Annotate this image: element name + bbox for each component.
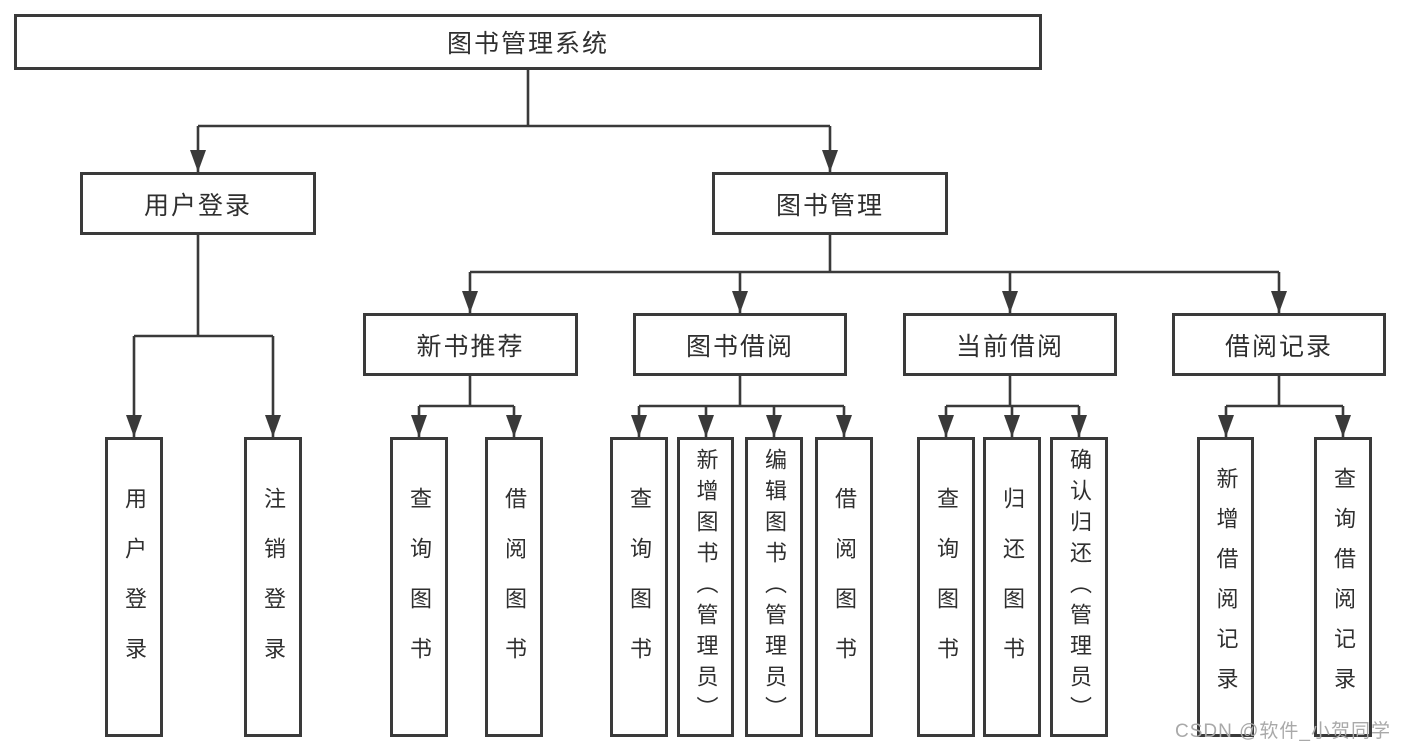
diagram-node-query-book-rec: 查询图书 bbox=[390, 437, 448, 737]
arrowhead-icon bbox=[506, 415, 522, 437]
diagram-node-add-book-admin: 新增图书（管理员） bbox=[677, 437, 734, 737]
diagram-node-new-book-recommend: 新书推荐 bbox=[363, 313, 578, 376]
diagram-node-edit-book-admin: 编辑图书（管理员） bbox=[745, 437, 803, 737]
diagram-node-query-book-current: 查询图书 bbox=[917, 437, 975, 737]
diagram-node-borrow-records: 借阅记录 bbox=[1172, 313, 1386, 376]
arrowhead-icon bbox=[190, 150, 206, 172]
diagram-node-user-login: 用户登录 bbox=[105, 437, 163, 737]
arrowhead-icon bbox=[938, 415, 954, 437]
arrowhead-icon bbox=[265, 415, 281, 437]
arrowhead-icon bbox=[836, 415, 852, 437]
arrowhead-icon bbox=[698, 415, 714, 437]
arrowhead-icon bbox=[1218, 415, 1234, 437]
diagram-node-return-book: 归还图书 bbox=[983, 437, 1041, 737]
arrowhead-icon bbox=[1002, 291, 1018, 313]
diagram-node-logout: 注销登录 bbox=[244, 437, 302, 737]
diagram-node-add-borrow-record: 新增借阅记录 bbox=[1197, 437, 1254, 737]
arrowhead-icon bbox=[462, 291, 478, 313]
diagram-node-query-book-borrow: 查询图书 bbox=[610, 437, 668, 737]
diagram-node-user-login-group: 用户登录 bbox=[80, 172, 316, 235]
diagram-node-borrow-book: 借阅图书 bbox=[815, 437, 873, 737]
csdn-watermark: CSDN @软件_小贺同学 bbox=[1175, 721, 1391, 742]
arrowhead-icon bbox=[1071, 415, 1087, 437]
arrowhead-icon bbox=[411, 415, 427, 437]
arrowhead-icon bbox=[732, 291, 748, 313]
diagram-node-root: 图书管理系统 bbox=[14, 14, 1042, 70]
diagram-node-book-management: 图书管理 bbox=[712, 172, 948, 235]
arrowhead-icon bbox=[1335, 415, 1351, 437]
arrowhead-icon bbox=[631, 415, 647, 437]
arrowhead-icon bbox=[1271, 291, 1287, 313]
diagram-node-book-borrow: 图书借阅 bbox=[633, 313, 847, 376]
arrowhead-icon bbox=[1004, 415, 1020, 437]
diagram-node-current-borrow: 当前借阅 bbox=[903, 313, 1117, 376]
diagram-node-borrow-book-rec: 借阅图书 bbox=[485, 437, 543, 737]
arrowhead-icon bbox=[766, 415, 782, 437]
diagram-node-confirm-return-admin: 确认归还（管理员） bbox=[1050, 437, 1108, 737]
arrowhead-icon bbox=[126, 415, 142, 437]
arrowhead-icon bbox=[822, 150, 838, 172]
diagram-node-query-borrow-record: 查询借阅记录 bbox=[1314, 437, 1372, 737]
